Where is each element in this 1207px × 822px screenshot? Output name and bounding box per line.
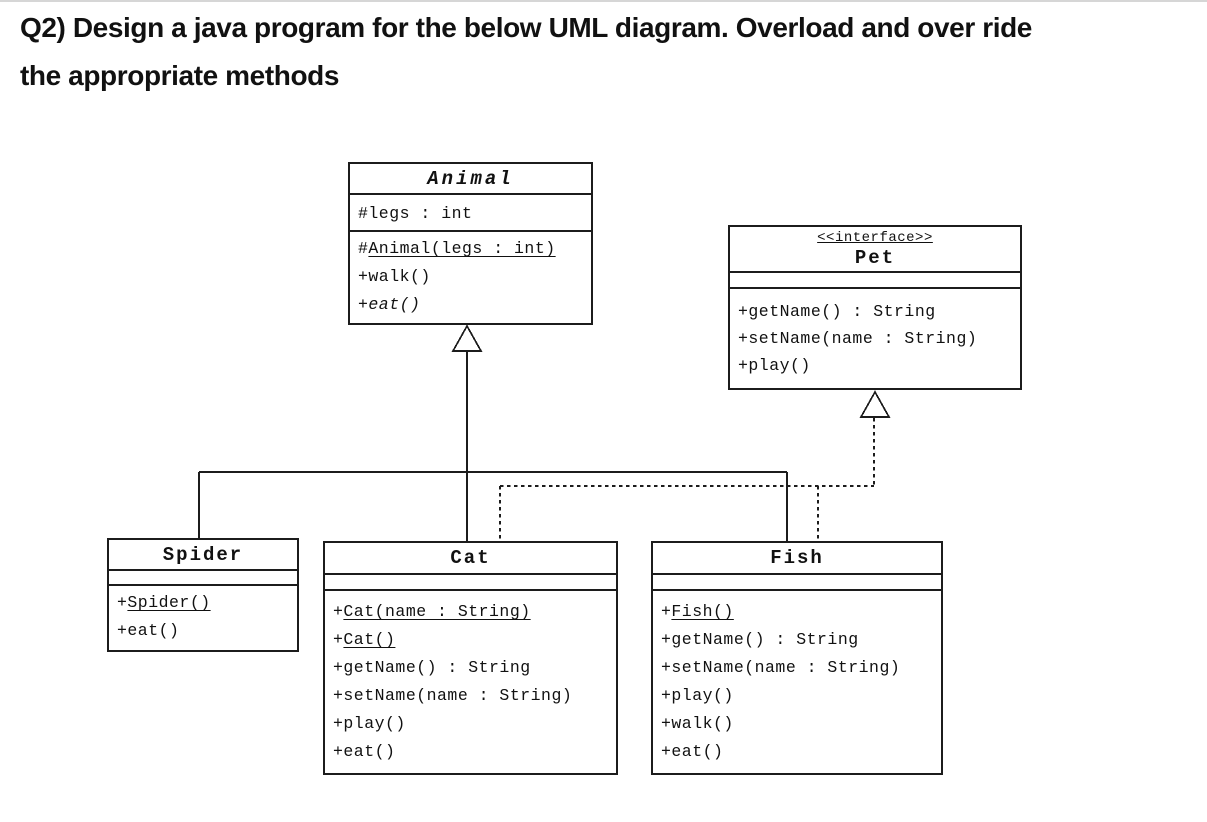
class-box-pet: <<interface>> Pet +getName() : String +s… — [728, 225, 1022, 390]
method-play: +play() — [333, 714, 406, 733]
class-box-spider: Spider +Spider() +eat() — [107, 538, 299, 652]
class-name-fish: Fish — [770, 547, 824, 569]
method-fish-constructor: +Fish() — [661, 602, 734, 621]
method-walk: +walk() — [661, 714, 734, 733]
method-play: +play() — [738, 356, 811, 375]
class-header-animal: Animal — [350, 164, 591, 195]
method-setname: +setName(name : String) — [333, 686, 573, 705]
class-methods-pet: +getName() : String +setName(name : Stri… — [730, 289, 1020, 388]
class-methods-spider: +Spider() +eat() — [109, 586, 297, 650]
method-setname: +setName(name : String) — [738, 329, 978, 348]
method-spider-constructor: +Spider() — [117, 593, 211, 612]
method-cat-constructor-name: +Cat(name : String) — [333, 602, 531, 621]
class-attributes-fish — [653, 575, 941, 591]
stereotype-interface: <<interface>> — [817, 229, 933, 246]
class-attributes-animal: #legs : int — [350, 195, 591, 232]
class-attributes-spider — [109, 571, 297, 586]
realization-arrowhead-pet — [859, 390, 891, 418]
method-setname: +setName(name : String) — [661, 658, 901, 677]
class-attributes-cat — [325, 575, 616, 591]
method-eat: +eat() — [333, 742, 396, 761]
class-box-animal: Animal #legs : int #Animal(legs : int) +… — [348, 162, 593, 325]
question-title-line-2: the appropriate methods — [20, 60, 340, 91]
method-eat: +eat() — [661, 742, 724, 761]
question-title-line-1: Q2) Design a java program for the below … — [20, 12, 1032, 43]
class-box-fish: Fish +Fish() +getName() : String +setNam… — [651, 541, 943, 775]
class-name-spider: Spider — [162, 543, 244, 566]
question-title: Q2) Design a java program for the below … — [20, 4, 1205, 100]
class-name-pet: Pet — [854, 246, 896, 269]
method-getname: +getName() : String — [333, 658, 531, 677]
method-animal-constructor: #Animal(legs : int) — [358, 239, 556, 258]
inheritance-arrowhead-animal — [451, 324, 483, 352]
method-getname: +getName() : String — [661, 630, 859, 649]
method-play: +play() — [661, 686, 734, 705]
class-header-fish: Fish — [653, 543, 941, 575]
class-methods-fish: +Fish() +getName() : String +setName(nam… — [653, 591, 941, 773]
attribute-legs: #legs : int — [358, 204, 473, 223]
class-name-animal: Animal — [427, 167, 514, 190]
method-eat: +eat() — [117, 621, 180, 640]
class-box-cat: Cat +Cat(name : String) +Cat() +getName(… — [323, 541, 618, 775]
method-eat-abstract: +eat() — [358, 295, 421, 314]
class-header-pet: <<interface>> Pet — [730, 227, 1020, 273]
method-cat-constructor: +Cat() — [333, 630, 396, 649]
class-methods-cat: +Cat(name : String) +Cat() +getName() : … — [325, 591, 616, 773]
class-methods-animal: #Animal(legs : int) +walk() +eat() — [350, 232, 591, 323]
class-name-cat: Cat — [450, 547, 491, 569]
class-attributes-pet — [730, 273, 1020, 289]
class-header-cat: Cat — [325, 543, 616, 575]
top-divider — [0, 0, 1207, 2]
method-walk: +walk() — [358, 267, 431, 286]
method-getname: +getName() : String — [738, 302, 936, 321]
class-header-spider: Spider — [109, 540, 297, 571]
